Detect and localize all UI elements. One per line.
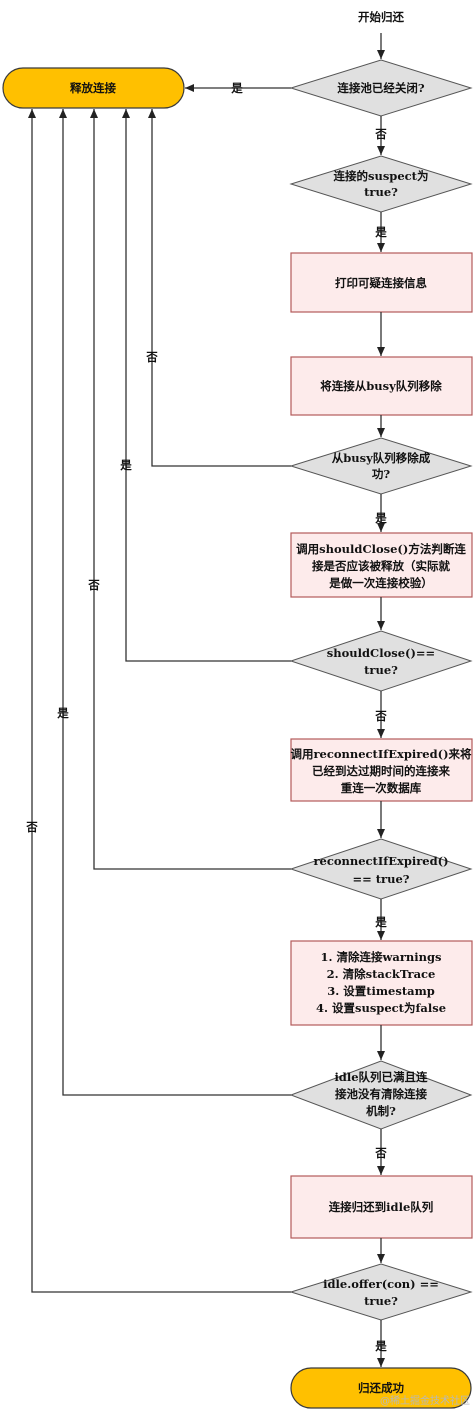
success-terminal-label: 归还成功 [358,1381,404,1395]
text-reconnect: reconnectIfExpired()== true? [313,854,448,886]
text-should-close: shouldClose()==true? [327,646,435,677]
release-terminal-label: 释放连接 [70,81,116,95]
label-yes-pool-closed: 是 [230,81,243,95]
process-clear-steps [290,940,473,1026]
label-no-reconnect: 否 [87,578,100,592]
watermark: @稀土掘金技术社区 [380,1394,470,1407]
label-yes-should-close: 是 [119,458,132,472]
start-label: 开始归还 [358,10,404,24]
label-yes-reconnect: 是 [374,915,387,929]
text-remove-busy: 将连接从busy队列移除 [320,379,442,393]
label-yes-offer: 是 [374,1339,387,1353]
decision-remove-ok [289,437,473,495]
label-no-should-close: 否 [374,709,387,723]
label-no-pool-closed: 否 [374,127,387,141]
label-yes-suspect: 是 [374,225,387,239]
text-remove-ok: 从busy队列移除成功? [332,451,431,481]
text-offer: idle.offer(con) ==true? [323,1277,439,1308]
label-yes-remove-ok: 是 [374,511,387,525]
process-remove-busy [290,356,473,416]
release-terminal [2,67,185,109]
process-return-idle [290,1175,473,1239]
process-call-should-close [290,532,473,598]
process-call-reconnect [290,738,473,802]
decision-should-close [289,630,473,692]
label-no-offer: 否 [25,820,38,834]
text-call-reconnect: 调用reconnectIfExpired()来将已经到达过期时间的连接来重连一次… [290,747,472,795]
decision-reconnect [289,838,473,900]
text-idle-full: idle队列已满且连接池没有清除连接机制? [334,1070,428,1118]
text-pool-closed: 连接池已经关闭? [337,81,424,95]
process-print-info [290,252,473,313]
text-return-idle: 连接归还到idle队列 [329,1200,434,1214]
decision-suspect [289,155,473,213]
text-print-info: 打印可疑连接信息 [335,276,427,290]
decision-offer [289,1263,473,1321]
label-yes-idle-full: 是 [56,706,69,720]
text-call-should-close: 调用shouldClose()方法判断连接是否应该被释放（实际就是做一次连接校验… [296,542,466,590]
success-terminal [290,1367,472,1409]
label-no-remove-ok: 否 [145,350,158,364]
label-no-idle-full: 否 [374,1146,387,1160]
